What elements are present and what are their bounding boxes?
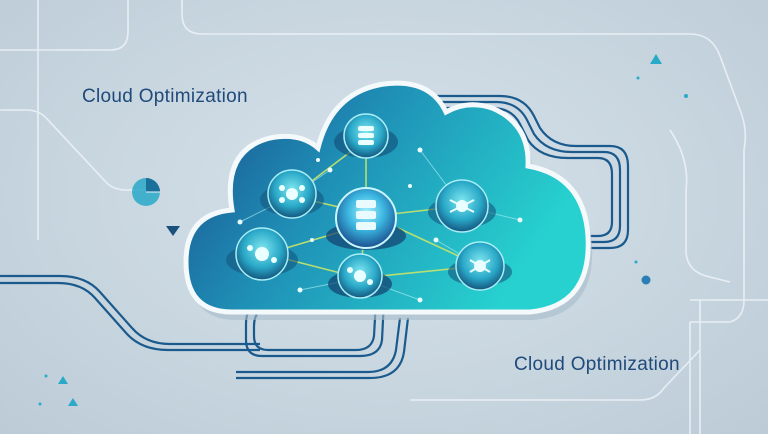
caption-title: Cloud Optimization	[514, 354, 680, 375]
central-server-node-icon	[326, 187, 406, 250]
circuit-cables	[0, 94, 630, 380]
server-node-icon	[334, 113, 398, 159]
page-title: Cloud Optimization	[82, 86, 248, 107]
network-node-icon	[448, 241, 512, 291]
triangle-icon	[58, 376, 68, 384]
decorative-dots	[38, 76, 688, 406]
network-node-icon	[428, 179, 496, 233]
pie-chart-icon	[132, 178, 160, 206]
network-node-icon	[226, 227, 298, 281]
triangle-icon	[650, 54, 662, 64]
network-node-icon	[260, 169, 324, 219]
network-dots	[237, 147, 523, 303]
triangle-icon	[166, 226, 180, 236]
triangle-icon	[68, 398, 78, 406]
network-node-icon	[328, 253, 392, 299]
